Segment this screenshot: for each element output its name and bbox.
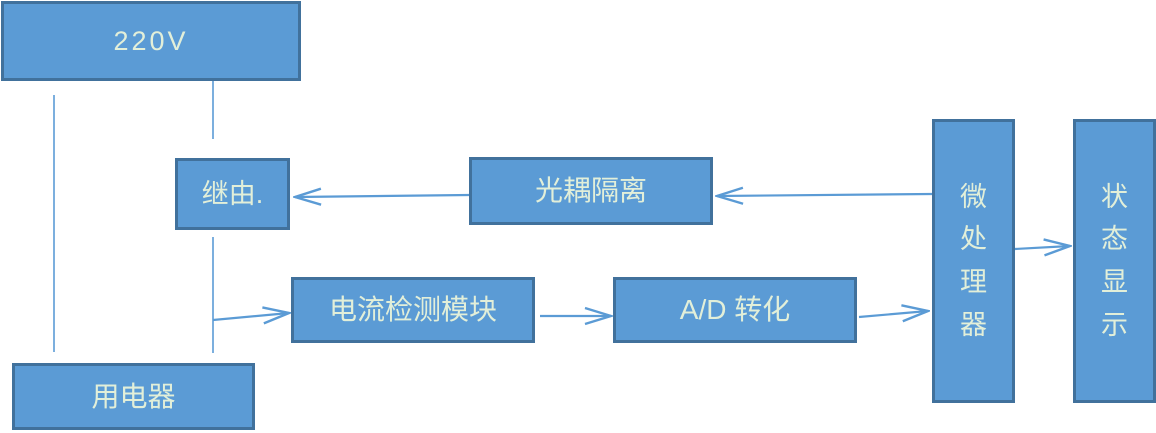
node-status-display-label: 状态显示 [1100, 181, 1128, 340]
node-220v-label: 220V [113, 25, 189, 56]
node-appliance: 用电器 [12, 363, 255, 430]
node-current-detection-module-label: 电流检测模块 [328, 294, 497, 326]
node-appliance-label: 用电器 [91, 380, 176, 412]
node-220v: 220V [1, 1, 301, 81]
node-ad-conversion-label: A/D 转化 [679, 294, 791, 326]
node-microprocessor-label: 微处理器 [959, 181, 987, 340]
connector-line-to-current-arrow [212, 313, 289, 320]
connector-opto-to-relay-arrow [295, 195, 470, 197]
node-status-display: 状态显示 [1073, 119, 1156, 403]
node-relay: 继由. [175, 158, 290, 230]
connector-mcu-to-status-arrow [1014, 246, 1070, 249]
connector-mcu-to-opto-arrow [717, 194, 933, 196]
connector-adc-to-mcu-arrow [858, 311, 928, 317]
node-optocoupler-isolation-label: 光耦隔离 [534, 175, 647, 207]
node-current-detection-module: 电流检测模块 [291, 277, 535, 343]
node-optocoupler-isolation: 光耦隔离 [469, 157, 713, 225]
node-microprocessor: 微处理器 [932, 119, 1015, 403]
node-ad-conversion: A/D 转化 [613, 277, 857, 343]
node-relay-label: 继由. [201, 178, 264, 209]
